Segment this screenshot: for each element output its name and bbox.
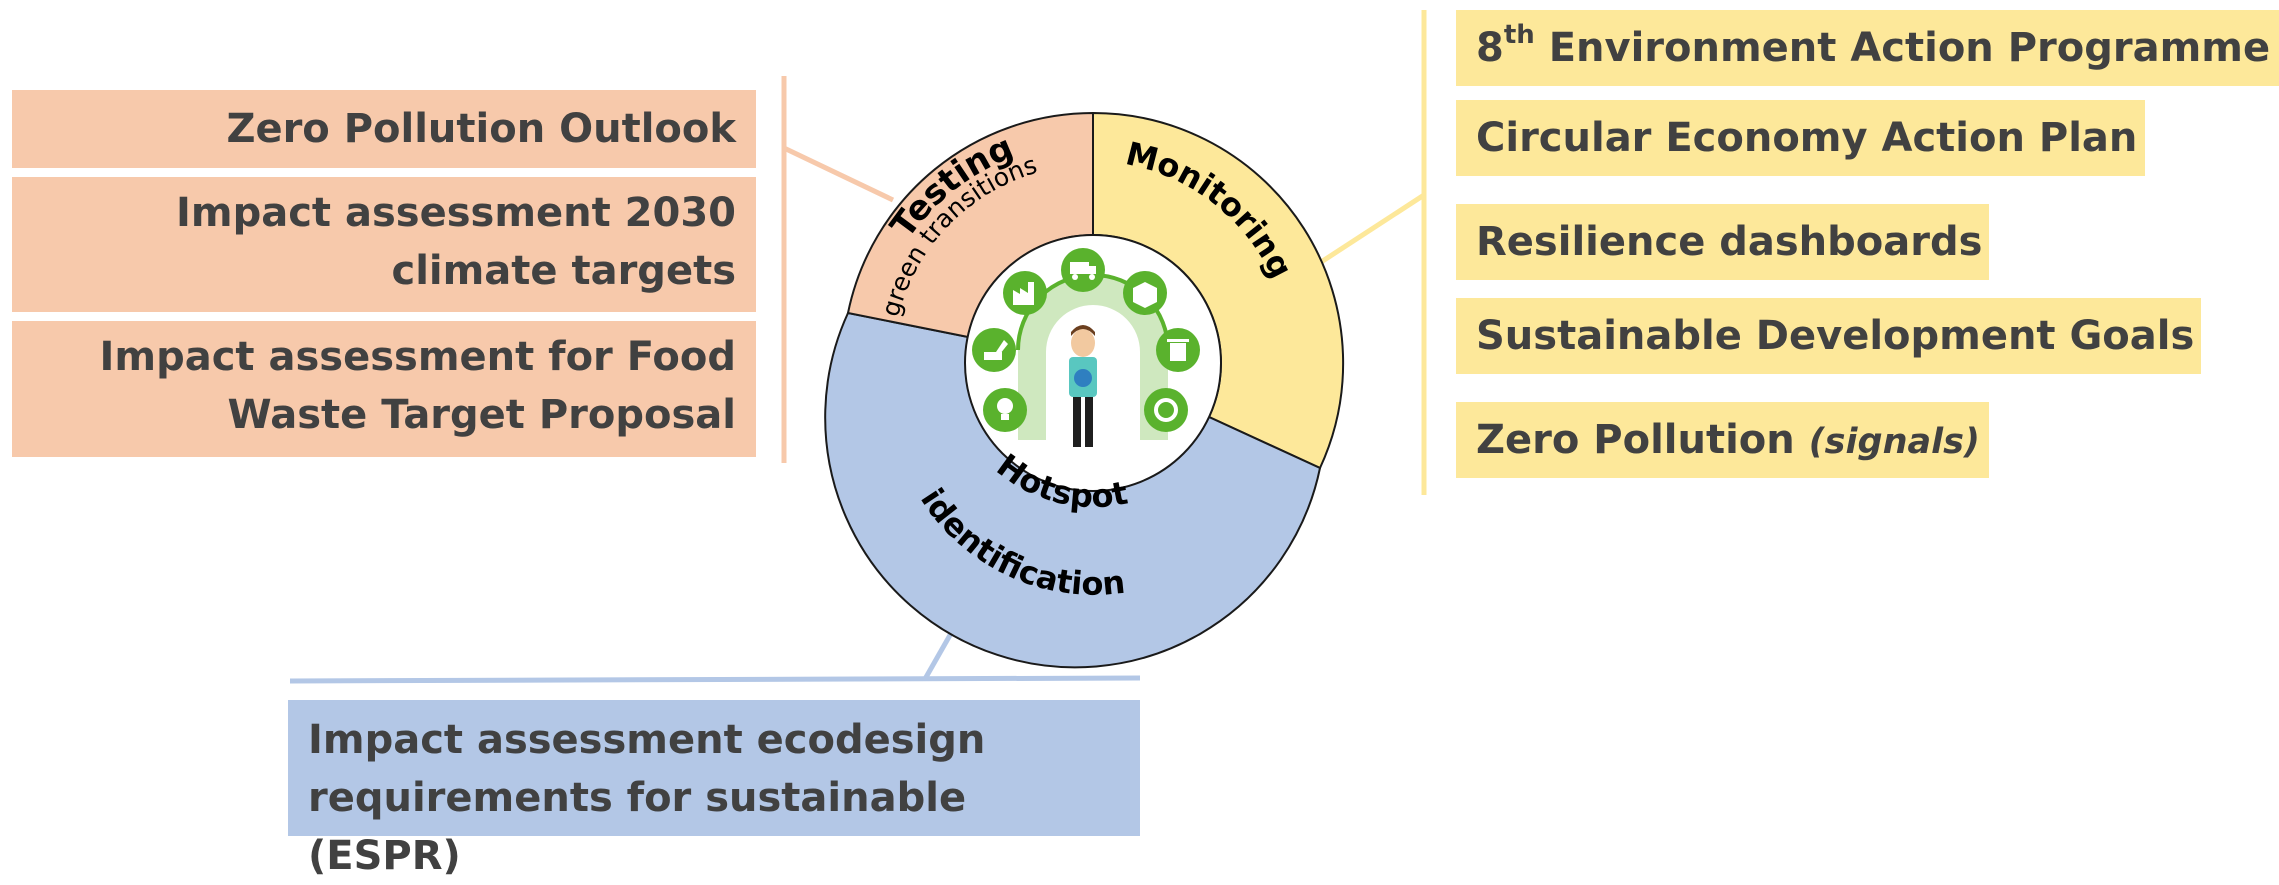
person-icon [1069,325,1097,447]
hotspot-bracket-line [289,675,1141,684]
box-icon [1123,271,1167,315]
box-impact-assessment-food-waste: Impact assessment for Food Waste Target … [12,321,756,457]
excavator-icon [972,328,1016,372]
box-circular-economy-action-plan: Circular Economy Action Plan [1456,100,2145,176]
cycle-diagram: Testing green transitions Monitoring Hot… [289,10,1427,684]
recycle-icon [1144,388,1188,432]
box-zero-pollution-signals: Zero Pollution (signals) [1456,402,1989,478]
box-resilience-dashboards: Resilience dashboards [1456,204,1989,280]
box-text: Zero Pollution Outlook [226,106,736,152]
box-text-line1: Impact assessment ecodesign [308,717,986,763]
box-text: Zero Pollution [1476,417,1809,463]
box-text-rest: Environment Action Programme [1534,25,2271,71]
box-8th-environment-action-programme: 8th Environment Action Programme [1456,10,2279,86]
box-text: 8 [1476,25,1504,71]
box-text-line2: Waste Target Proposal [227,392,736,438]
box-text: Sustainable Development Goals [1476,313,2195,359]
box-impact-assessment-2030: Impact assessment 2030 climate targets [12,177,756,312]
superscript-text: th [1503,19,1535,50]
box-text-italic: (signals) [1808,422,1980,462]
box-zero-pollution-outlook: Zero Pollution Outlook [12,90,756,168]
box-text-line1: Impact assessment for Food [99,334,736,380]
bin-icon [1156,328,1200,372]
truck-icon [1061,248,1105,292]
monitoring-connector-line [1313,192,1426,269]
factory-icon [1003,271,1047,315]
testing-connector-line [782,145,895,203]
box-text-line1: Impact assessment 2030 [176,190,736,236]
box-text: Circular Economy Action Plan [1476,115,2138,161]
box-text: Resilience dashboards [1476,219,1983,265]
box-sustainable-development-goals: Sustainable Development Goals [1456,298,2201,374]
box-text-line2: climate targets [391,248,736,294]
lightbulb-icon [983,388,1027,432]
arch-shape [1018,275,1168,440]
